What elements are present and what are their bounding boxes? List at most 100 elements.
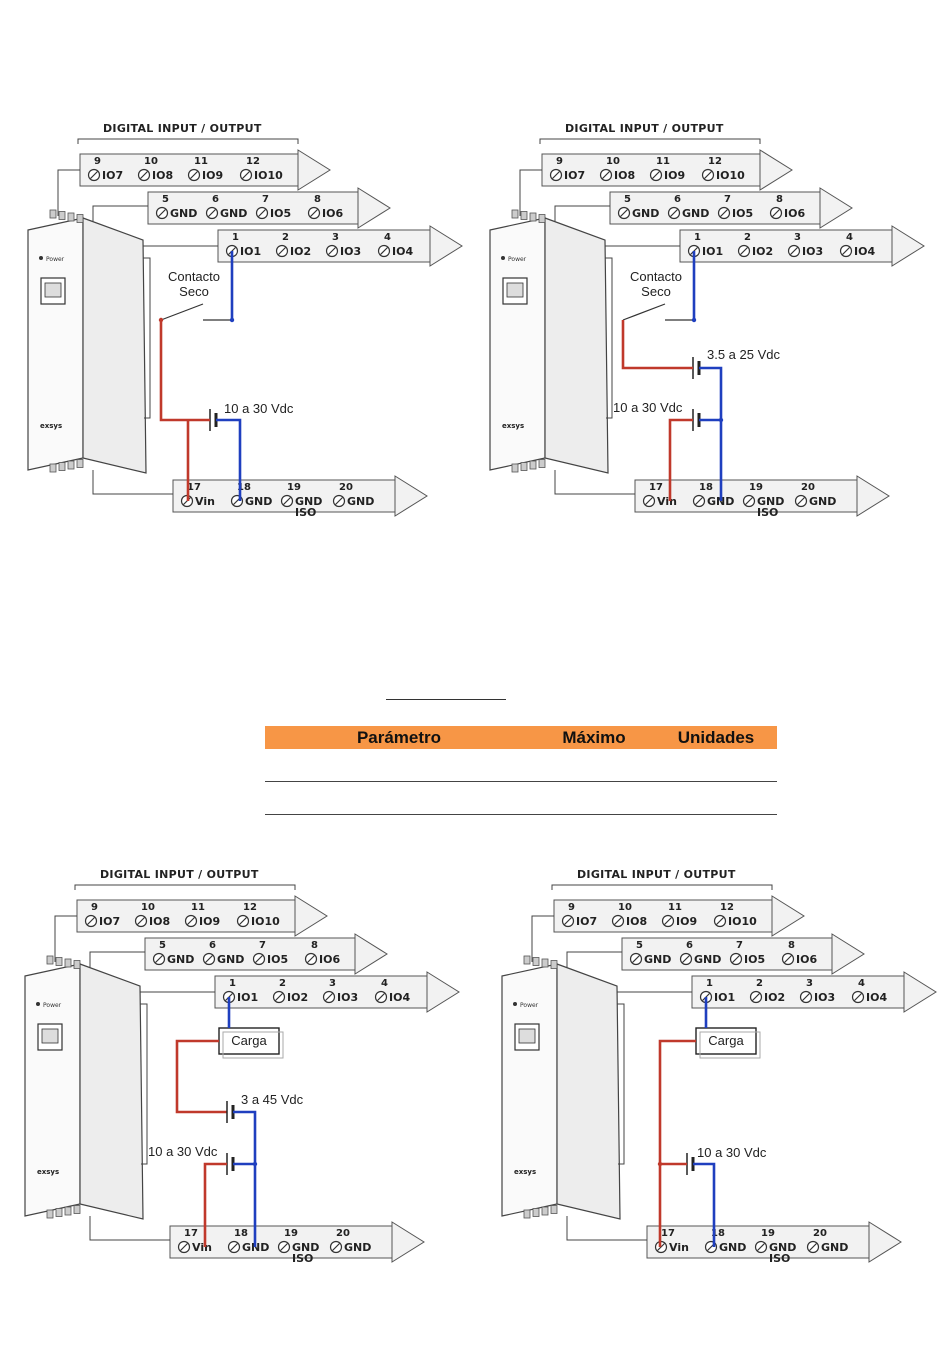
terminal-number: 5	[162, 194, 169, 205]
diagram-svg: DIGITAL INPUT / OUTPUT9IO710IO811IO912IO…	[27, 122, 463, 519]
brand-logo: exsys	[37, 1168, 59, 1176]
supply-label: 10 a 30 Vdc	[148, 1144, 218, 1159]
din-rail-clip	[617, 1003, 625, 1165]
screw-slot	[802, 993, 810, 1001]
terminal-label: IO6	[796, 953, 817, 966]
terminal-label: IO6	[322, 207, 343, 220]
power-label: Power	[43, 1002, 62, 1009]
supply-label: 3 a 45 Vdc	[241, 1092, 304, 1107]
positive-wire	[668, 418, 693, 501]
terminal-number: 18	[237, 482, 251, 493]
screw-slot	[180, 1243, 188, 1251]
device-bottom-terminal	[532, 1208, 540, 1217]
terminal-label: IO3	[337, 991, 358, 1004]
terminal-label: IO2	[287, 991, 308, 1004]
supply-label: 3.5 a 25 Vdc	[707, 347, 780, 362]
caption-underline	[386, 699, 506, 700]
screw-slot	[230, 1243, 238, 1251]
strip-arrow	[771, 895, 805, 937]
header-bracket	[77, 138, 299, 144]
device-top-terminal	[67, 212, 75, 222]
wire-junction	[691, 317, 697, 323]
terminal-number: 3	[332, 232, 339, 243]
screw-slot	[652, 171, 660, 179]
screw-slot	[720, 209, 728, 217]
screw-slot	[377, 993, 385, 1001]
screw-slot	[87, 917, 95, 925]
brand-logo: exsys	[40, 422, 62, 430]
device-top-terminal	[532, 957, 540, 966]
device-bottom-terminal	[541, 1206, 549, 1216]
device-bottom-terminal	[511, 463, 519, 473]
terminal-label: GND	[632, 207, 659, 220]
device-top-terminal	[76, 214, 84, 223]
terminal-number: 9	[91, 902, 98, 913]
terminal-number: 1	[706, 978, 713, 989]
terminal-number: 7	[724, 194, 731, 205]
terminal-number: 5	[636, 940, 643, 951]
terminal-number: 12	[720, 902, 734, 913]
positive-wire	[658, 1039, 696, 1247]
screw-slot	[258, 209, 266, 217]
strip-arrow	[297, 149, 331, 191]
strip-arrow	[391, 1221, 425, 1263]
terminal-strip-bottom	[172, 479, 396, 513]
terminal-strip-top	[76, 899, 296, 933]
din-rail-clip	[143, 257, 151, 419]
terminal-label: GND	[217, 953, 244, 966]
terminal-label: IO2	[290, 245, 311, 258]
terminal-label: GND	[242, 1241, 269, 1254]
terminal-label: IO8	[152, 169, 173, 182]
terminal-number: 20	[801, 482, 815, 493]
device-side	[82, 217, 147, 474]
terminal-label: IO3	[814, 991, 835, 1004]
terminal-number: 19	[761, 1228, 775, 1239]
strip-arrow	[856, 475, 890, 517]
terminal-number: 9	[568, 902, 575, 913]
header-bracket	[539, 138, 761, 144]
device-bottom-terminal	[550, 1205, 558, 1214]
terminal-number: 11	[194, 156, 208, 167]
terminal-strip-low	[217, 229, 431, 263]
parameters-table: Parámetro Máximo Unidades	[265, 726, 777, 815]
leader-line	[554, 470, 635, 495]
screw-slot	[784, 955, 792, 963]
terminal-number: 19	[284, 1228, 298, 1239]
terminal-label: IO3	[340, 245, 361, 258]
screw-slot	[772, 209, 780, 217]
screw-slot	[704, 171, 712, 179]
terminal-label: IO10	[728, 915, 757, 928]
supply-label: 10 a 30 Vdc	[613, 400, 683, 415]
power-led-icon	[501, 256, 505, 260]
terminal-label: Vin	[192, 1241, 212, 1254]
screw-slot	[328, 247, 336, 255]
strip-arrow	[357, 187, 391, 229]
screw-slot	[332, 1243, 340, 1251]
screw-slot	[809, 1243, 817, 1251]
terminal-label: IO5	[267, 953, 288, 966]
terminal-label: IO4	[392, 245, 413, 258]
terminal-label: IO9	[199, 915, 220, 928]
terminal-label: IO5	[744, 953, 765, 966]
screw-slot	[752, 993, 760, 1001]
strip-arrow	[394, 475, 428, 517]
screw-slot	[670, 209, 678, 217]
load-box-shadow	[699, 1031, 761, 1059]
terminal-label: IO5	[732, 207, 753, 220]
terminal-number: 2	[279, 978, 286, 989]
screw-slot	[632, 955, 640, 963]
strip-arrow	[868, 1221, 902, 1263]
device-bottom-terminal	[49, 463, 57, 473]
terminal-number: 17	[649, 482, 663, 493]
device-top-terminal	[541, 958, 549, 968]
terminal-label: IO8	[149, 915, 170, 928]
terminal-number: 11	[656, 156, 670, 167]
terminal-number: 8	[311, 940, 318, 951]
screw-slot	[278, 247, 286, 255]
terminal-label: GND	[821, 1241, 848, 1254]
terminal-label: Vin	[195, 495, 215, 508]
terminal-number: 8	[776, 194, 783, 205]
